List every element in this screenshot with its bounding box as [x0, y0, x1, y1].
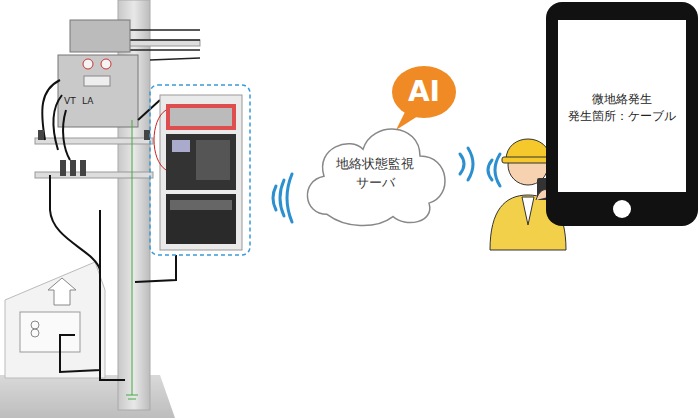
phone-body: [546, 2, 698, 226]
cross-arm: [35, 138, 153, 144]
server-cloud-outline: [300, 118, 450, 230]
smartphone-text: 発生箇所：ケーブル: [568, 108, 676, 125]
cross-arm: [35, 172, 153, 178]
insulators: [38, 130, 150, 176]
house: [5, 262, 105, 378]
power-lines: [130, 30, 200, 60]
smartphone-text: 微地絡発生: [592, 91, 652, 108]
ai-bubble-text: AI: [408, 72, 440, 113]
switchgear: [58, 20, 138, 127]
device-label: VT: [64, 96, 76, 106]
cables: [42, 80, 176, 380]
bubble-shape: [392, 66, 456, 118]
smartphone: 微地絡発生発生箇所：ケーブル: [546, 2, 698, 226]
ai-bubble: AI: [392, 66, 456, 118]
home-button: [613, 200, 631, 218]
phone-screen: [558, 20, 686, 192]
monitoring-unit: [150, 85, 250, 255]
server-cloud: 地絡状態監視 サーバ: [300, 118, 450, 230]
cloud-shape: [307, 129, 445, 226]
device-label: LA: [82, 96, 93, 106]
ground-wire: [126, 120, 138, 399]
server-cloud-text: 地絡状態監視 サーバ: [330, 155, 420, 193]
